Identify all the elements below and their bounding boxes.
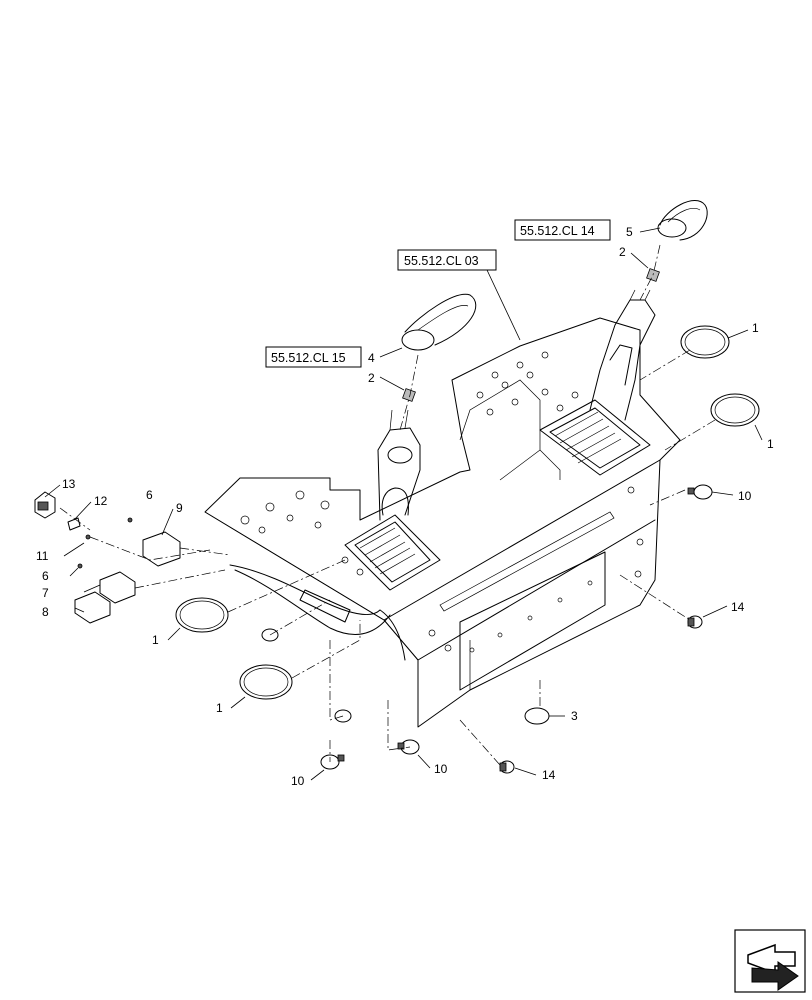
- callout-14-bottom: 14: [542, 768, 556, 782]
- callout-6-bottom: 6: [42, 569, 49, 583]
- callout-2-left: 2: [368, 371, 375, 385]
- callout-8: 8: [42, 605, 49, 619]
- callout-10-bottom-middle: 10: [434, 762, 448, 776]
- left-joystick: [344, 409, 441, 591]
- callout-12: 12: [94, 494, 108, 508]
- callout-14-right: 14: [731, 600, 745, 614]
- callout-3: 3: [571, 709, 578, 723]
- callout-2-right: 2: [619, 245, 626, 259]
- callout-10-right: 10: [738, 489, 752, 503]
- callouts: 5 2 1 4 2 1 10 13 12 6 9 11 6 7 8 1 14 1…: [36, 225, 774, 788]
- gaskets: [175, 325, 760, 700]
- callout-4: 4: [368, 351, 375, 365]
- navigation-arrow-icon[interactable]: [734, 929, 806, 993]
- callout-9: 9: [176, 501, 183, 515]
- callout-10-bottom-left: 10: [291, 774, 305, 788]
- push-pins: [499, 615, 703, 774]
- callout-11: 11: [36, 549, 49, 563]
- callout-1-right: 1: [767, 437, 774, 451]
- alignment-lines: [59, 244, 716, 766]
- wire-harness: [229, 564, 406, 661]
- callout-1-top-right: 1: [752, 321, 759, 335]
- console-frame: [204, 317, 681, 728]
- callout-7: 7: [42, 586, 49, 600]
- right-joystick: [539, 289, 656, 476]
- plug: [524, 707, 550, 725]
- callout-5: 5: [626, 225, 633, 239]
- connectors: [34, 491, 181, 624]
- callout-1-left: 1: [152, 633, 159, 647]
- ref-cl15: 55.512.CL 15: [271, 351, 346, 365]
- left-grip: [401, 293, 477, 351]
- clamps: [261, 484, 713, 770]
- nut-left: [402, 388, 416, 402]
- right-grip: [657, 200, 708, 241]
- reference-boxes: 55.512.CL 14 55.512.CL 03 55.512.CL 15: [265, 219, 611, 368]
- callout-13: 13: [62, 477, 76, 491]
- callout-1-bottom-left: 1: [216, 701, 223, 715]
- ref-cl14: 55.512.CL 14: [520, 224, 595, 238]
- ref-cl03: 55.512.CL 03: [404, 254, 479, 268]
- leaders: [44, 227, 763, 781]
- callout-6-top: 6: [146, 488, 153, 502]
